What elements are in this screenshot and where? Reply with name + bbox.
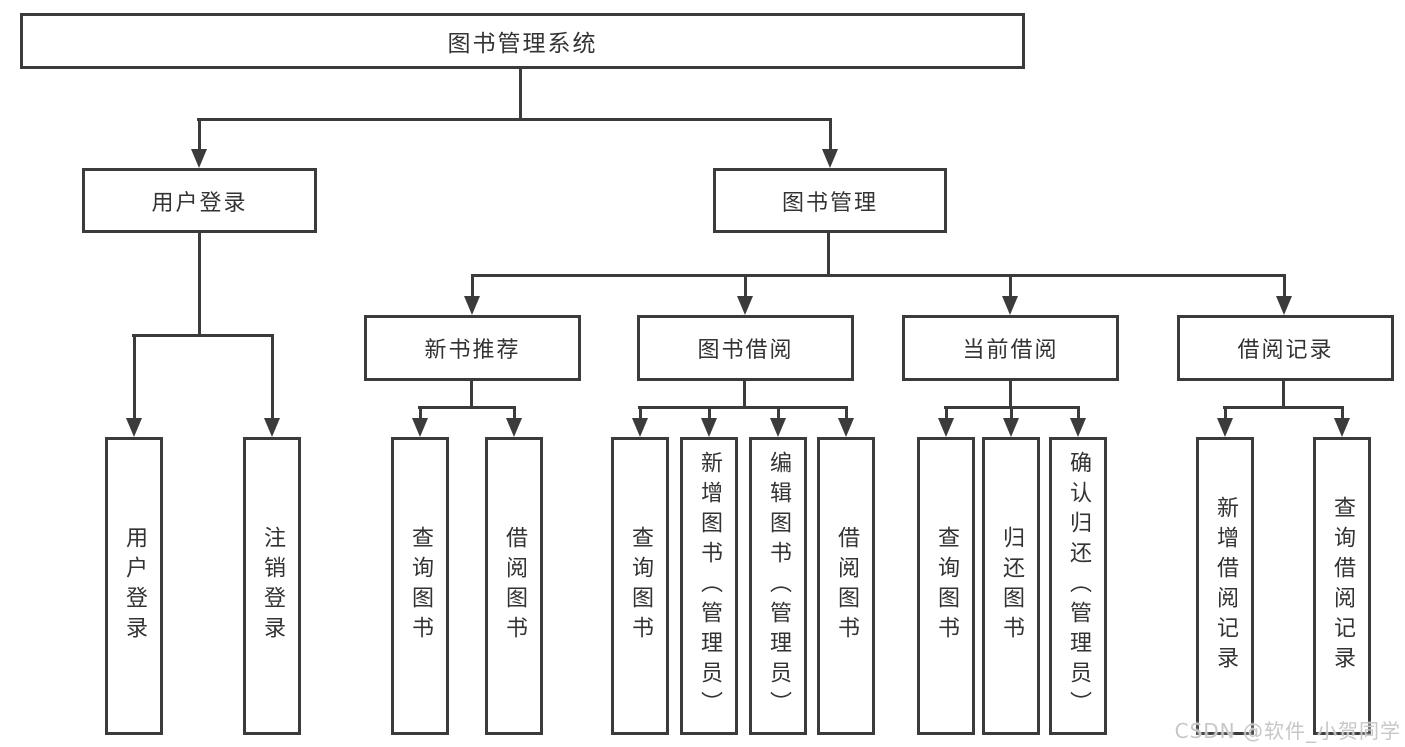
leaf-query-book-borrow-label: 查询图书: [628, 526, 653, 646]
arrow-down-icon: [1334, 406, 1350, 437]
node-book-management: 图书管理: [713, 168, 947, 233]
leaf-edit-book-admin: 编辑图书（管理员）: [749, 437, 807, 735]
node-book-management-label: 图书管理: [781, 190, 878, 216]
leaf-return-book-label: 归还图书: [999, 526, 1024, 646]
leaf-logout: 注销登录: [243, 437, 301, 735]
node-user-login: 用户登录: [82, 168, 317, 233]
arrow-down-icon: [1217, 406, 1233, 437]
connector-line: [197, 118, 832, 121]
leaf-confirm-return-admin: 确认归还（管理员）: [1049, 437, 1107, 735]
node-book-borrow: 图书借阅: [637, 315, 854, 381]
connector-line: [519, 69, 522, 120]
leaf-return-book: 归还图书: [982, 437, 1040, 735]
leaf-add-borrow-record-label: 新增借阅记录: [1213, 496, 1238, 676]
arrow-down-icon: [1003, 406, 1019, 437]
leaf-query-book-current: 查询图书: [917, 437, 975, 735]
connector-line: [418, 406, 516, 409]
connector-line: [470, 381, 473, 409]
leaf-borrow-book-label: 借阅图书: [834, 526, 859, 646]
leaf-confirm-return-admin-label: 确认归还（管理员）: [1066, 451, 1091, 721]
leaf-query-borrow-record: 查询借阅记录: [1313, 437, 1371, 735]
node-new-book-recommend: 新书推荐: [364, 315, 581, 381]
connector-line: [1282, 381, 1285, 409]
arrow-down-icon: [1070, 406, 1086, 437]
node-borrow-record: 借阅记录: [1177, 315, 1394, 381]
connector-line: [743, 381, 746, 409]
csdn-watermark: CSDN @软件_小贺同学: [1174, 719, 1401, 743]
connector-line: [132, 334, 273, 337]
arrow-down-icon: [701, 406, 717, 437]
leaf-user-login-label: 用户登录: [122, 526, 147, 646]
arrow-down-icon: [737, 274, 753, 315]
leaf-edit-book-admin-label: 编辑图书（管理员）: [766, 451, 791, 721]
node-root: 图书管理系统: [20, 13, 1025, 69]
arrow-down-icon: [1002, 274, 1018, 315]
node-current-borrow: 当前借阅: [902, 315, 1119, 381]
connector-line: [1223, 406, 1344, 409]
leaf-add-book-admin-label: 新增图书（管理员）: [697, 451, 722, 721]
arrow-down-icon: [822, 118, 838, 168]
leaf-add-book-admin: 新增图书（管理员）: [680, 437, 738, 735]
arrow-down-icon: [632, 406, 648, 437]
arrow-down-icon: [506, 406, 522, 437]
leaf-add-borrow-record: 新增借阅记录: [1196, 437, 1254, 735]
node-root-label: 图书管理系统: [447, 31, 598, 57]
arrow-down-icon: [938, 406, 954, 437]
leaf-query-book-current-label: 查询图书: [934, 526, 959, 646]
leaf-query-book-recommend-label: 查询图书: [408, 526, 433, 646]
leaf-user-login: 用户登录: [105, 437, 163, 735]
connector-line: [827, 233, 830, 276]
arrow-down-icon: [1276, 274, 1292, 315]
arrow-down-icon: [191, 118, 207, 168]
connector-line: [1009, 381, 1012, 409]
connector-line: [471, 274, 1284, 277]
leaf-query-book-recommend: 查询图书: [391, 437, 449, 735]
leaf-logout-label: 注销登录: [260, 526, 285, 646]
node-new-book-recommend-label: 新书推荐: [424, 338, 521, 363]
leaf-borrow-book: 借阅图书: [817, 437, 875, 735]
arrow-down-icon: [412, 406, 428, 437]
leaf-query-book-borrow: 查询图书: [611, 437, 669, 735]
connector-line: [198, 233, 201, 336]
node-book-borrow-label: 图书借阅: [697, 338, 794, 363]
arrow-down-icon: [838, 406, 854, 437]
node-user-login-label: 用户登录: [151, 190, 248, 216]
node-borrow-record-label: 借阅记录: [1237, 338, 1334, 363]
arrow-down-icon: [126, 334, 142, 437]
connector-line: [638, 406, 848, 409]
arrow-down-icon: [264, 334, 280, 437]
arrow-down-icon: [464, 274, 480, 315]
leaf-borrow-book-recommend: 借阅图书: [485, 437, 543, 735]
arrow-down-icon: [770, 406, 786, 437]
leaf-query-borrow-record-label: 查询借阅记录: [1330, 496, 1355, 676]
node-current-borrow-label: 当前借阅: [962, 338, 1059, 363]
leaf-borrow-book-recommend-label: 借阅图书: [502, 526, 527, 646]
